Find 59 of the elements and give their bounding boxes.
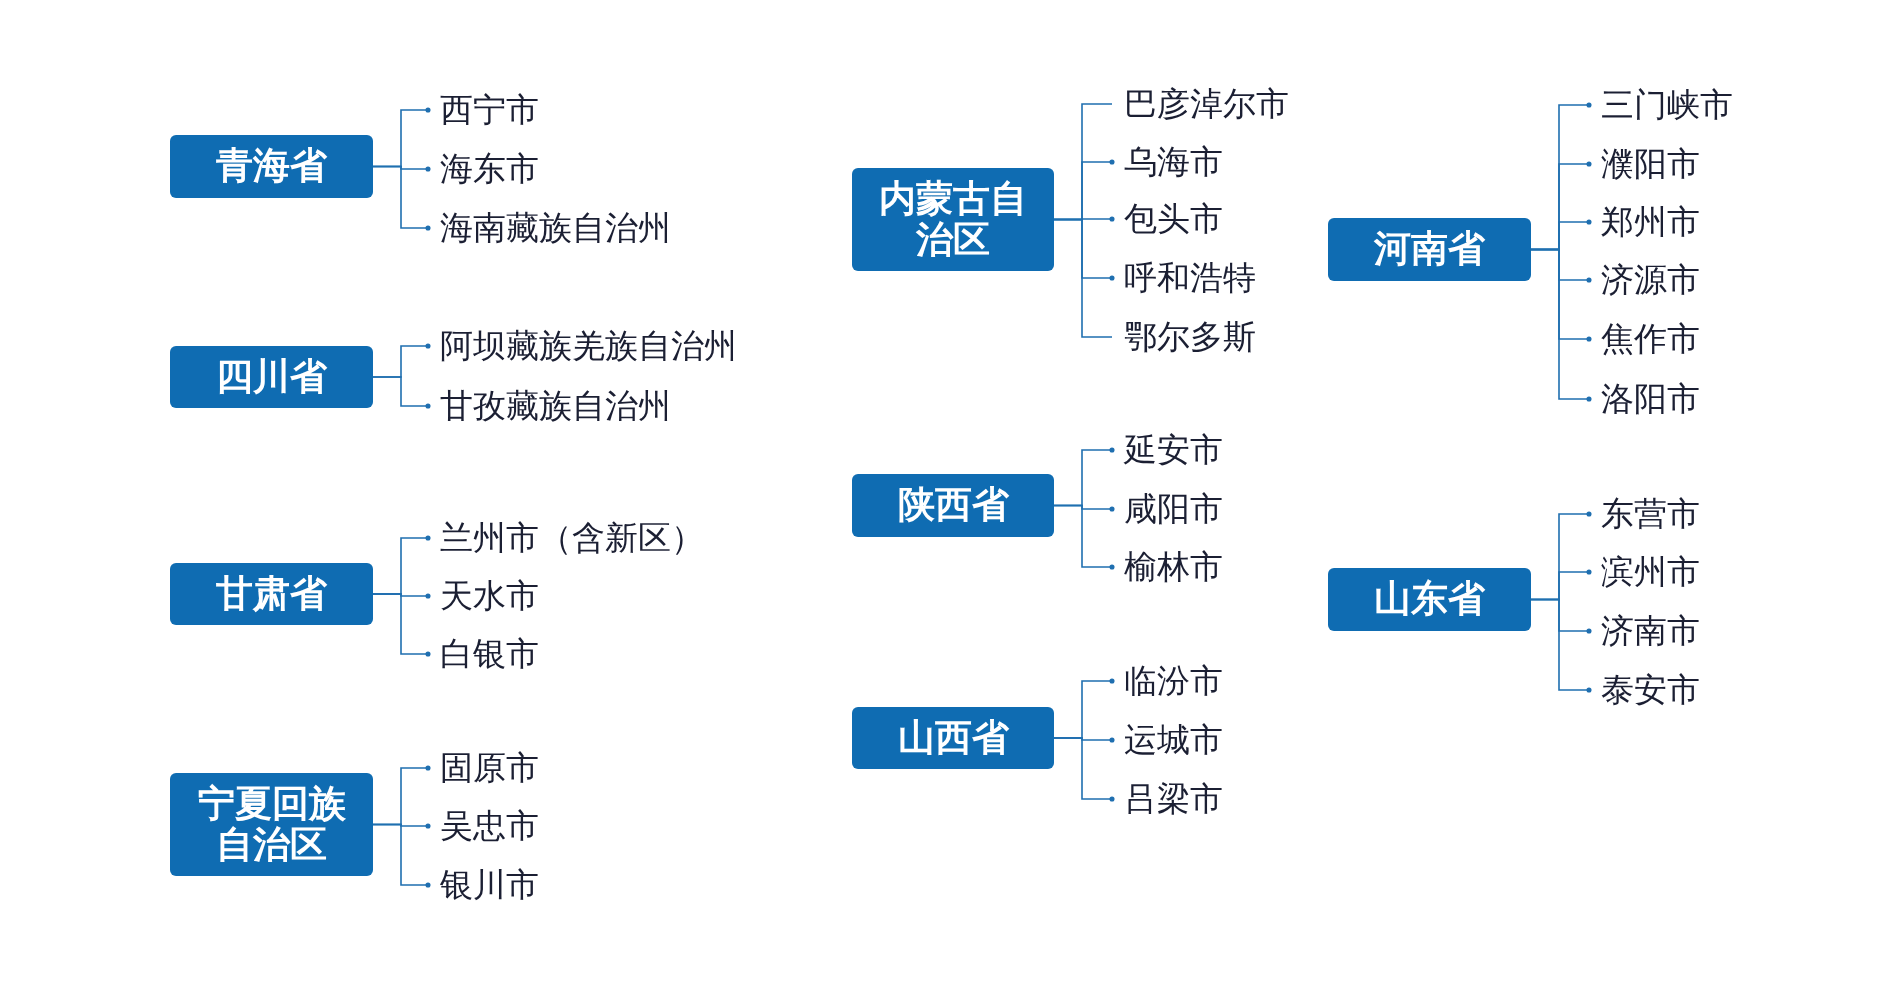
province-box [170,135,373,198]
city-label: 榆林市 [1112,545,1223,589]
city-label: 固原市 [428,746,539,790]
city-label: 吕梁市 [1112,777,1223,821]
city-label: 运城市 [1112,718,1223,762]
province-name: 四川省 [216,356,327,398]
city-label: 鄂尔多斯 [1112,315,1256,359]
connector-line [1053,218,1113,338]
city-label: 兰州市（含新区） [428,516,704,560]
province-name: 河南省 [1374,229,1485,270]
province-name: 陕西省 [897,485,1009,526]
province-name: 甘肃省 [216,573,327,615]
province-name: 青海省 [216,146,327,187]
city-label: 海东市 [428,147,539,191]
city-label: 包头市 [1112,197,1223,241]
connector-line [1053,737,1115,802]
city-label: 洛阳市 [1589,377,1700,421]
connector-line [1530,598,1592,693]
connector-line [372,165,431,231]
province-name: 宁夏回族自治区 [196,783,347,866]
city-label: 三门峡市 [1589,83,1733,127]
province-box [852,707,1054,769]
city-label: 泰安市 [1589,668,1700,712]
province-box [170,773,373,876]
province-box [1328,218,1531,281]
province-name: 内蒙古自治区 [878,178,1028,261]
connector-line [372,823,431,888]
city-label: 银川市 [428,863,539,907]
city-label: 延安市 [1112,428,1223,472]
city-label: 天水市 [428,574,539,618]
connector-line [1530,248,1592,402]
city-label: 吴忠市 [428,804,539,848]
city-label: 咸阳市 [1112,487,1223,531]
city-label: 郑州市 [1589,200,1700,244]
province-box [170,563,373,625]
province-box [170,346,373,408]
connector-line [1053,504,1115,570]
city-label: 西宁市 [428,88,539,132]
city-label: 阿坝藏族羌族自治州 [428,324,737,368]
province-box [852,168,1054,271]
city-label: 济源市 [1589,258,1700,302]
city-label: 临汾市 [1112,659,1223,703]
connector-line [372,593,431,657]
city-label: 呼和浩特 [1112,256,1256,300]
city-label: 白银市 [428,632,539,676]
city-label: 焦作市 [1589,317,1700,361]
connector-line [372,376,431,409]
province-box [852,474,1054,537]
province-name: 山西省 [897,717,1009,759]
city-label: 济南市 [1589,609,1700,653]
city-label: 巴彦淖尔市 [1112,82,1289,126]
city-label: 滨州市 [1589,550,1700,594]
province-box [1328,568,1531,631]
city-label: 东营市 [1589,492,1700,536]
city-label: 乌海市 [1112,140,1223,184]
province-name: 山东省 [1374,579,1485,620]
city-label: 海南藏族自治州 [428,206,671,250]
city-label: 甘孜藏族自治州 [428,384,671,428]
city-label: 濮阳市 [1589,142,1700,186]
